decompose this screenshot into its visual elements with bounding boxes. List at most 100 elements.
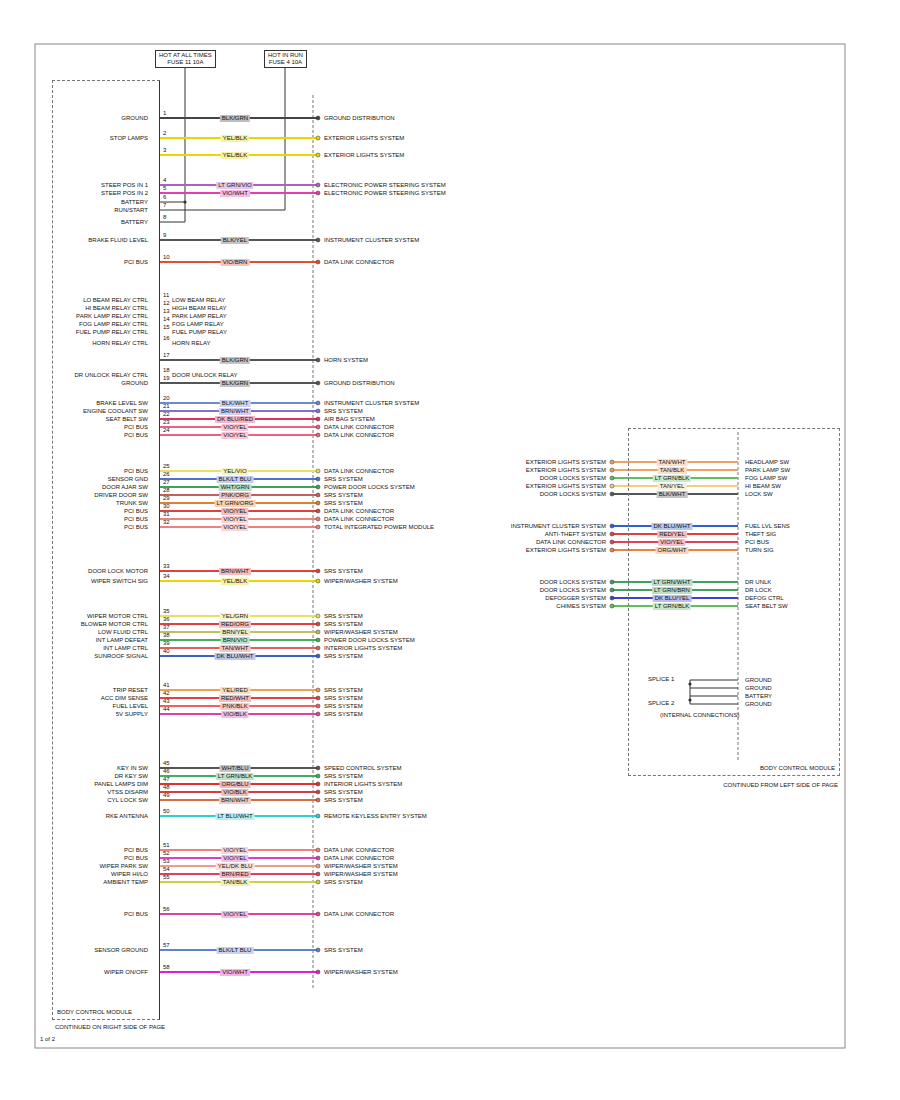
wire-color-code: BLK/LT BLU	[217, 476, 254, 483]
destination-label: SRS SYSTEM	[324, 476, 363, 483]
pin-name: HI BEAM SW	[745, 483, 781, 490]
wire-color-code: VIO/BLK	[221, 711, 248, 718]
continuation-note: CONTINUED ON RIGHT SIDE OF PAGE	[55, 1024, 165, 1031]
relay-name: HORN RELAY	[172, 340, 211, 347]
pin-name: PANEL LAMPS DIM	[94, 781, 148, 788]
pin-number: 58	[163, 964, 170, 971]
destination-label: EXTERIOR LIGHTS SYSTEM	[324, 135, 404, 142]
pin-name: HI BEAM RELAY CTRL	[85, 305, 148, 312]
wire-color-code: TAN/BLK	[658, 467, 687, 474]
pin-number: 45	[163, 760, 170, 767]
node-body: FUSE 4 10A	[268, 59, 303, 66]
wire-end-dot	[316, 798, 320, 802]
wire-end-dot	[316, 614, 320, 618]
pin-number: 50	[163, 808, 170, 815]
wire-end-dot	[316, 579, 320, 583]
wire-color-code: VIO/YEL	[221, 855, 248, 862]
wire-end-dot	[610, 540, 614, 544]
pin-number: 43	[163, 698, 170, 705]
pin-name: PCI BUS	[124, 524, 148, 531]
pin-number: 12	[163, 300, 170, 307]
wire-end-dot	[610, 604, 614, 608]
relay-name: FOG LAMP RELAY	[172, 321, 224, 328]
wire-end-dot	[316, 469, 320, 473]
connector-line	[313, 95, 314, 990]
wire-end-dot	[316, 409, 320, 413]
wire-end-dot	[316, 477, 320, 481]
destination-label: INSTRUMENT CLUSTER SYSTEM	[324, 400, 419, 407]
relay-name: FUEL PUMP RELAY	[172, 329, 227, 336]
pin-number: 19	[163, 375, 170, 382]
wire-color-code: BLK/LT BLU	[217, 947, 254, 954]
wire-end-dot	[316, 433, 320, 437]
wire-end-dot	[316, 401, 320, 405]
pin-name: DR LOCK	[745, 587, 772, 594]
pin-number: 22	[163, 411, 170, 418]
pin-name: SENSOR GROUND	[94, 947, 148, 954]
destination-label: GROUND DISTRIBUTION	[324, 115, 395, 122]
destination-label: SRS SYSTEM	[324, 703, 363, 710]
pin-number: 25	[163, 463, 170, 470]
wire-color-code: VIO/BRN	[221, 259, 250, 266]
pin-number: 8	[163, 214, 166, 221]
feed-wire	[185, 68, 186, 222]
pin-name: BRAKE FLUID LEVEL	[88, 237, 148, 244]
pin-name: LO BEAM RELAY CTRL	[83, 297, 148, 304]
destination-label: SRS SYSTEM	[324, 789, 363, 796]
destination-label: SRS SYSTEM	[324, 613, 363, 620]
wire-color-code: BRN/WHT	[219, 408, 251, 415]
pin-number: 27	[163, 479, 170, 486]
pin-number: 41	[163, 682, 170, 689]
pin-number: 32	[163, 519, 170, 526]
destination-label: SRS SYSTEM	[324, 568, 363, 575]
wire-end-dot	[316, 782, 320, 786]
wire-end-dot	[316, 153, 320, 157]
pin-name: STEER POS IN 2	[101, 190, 148, 197]
wire-color-code: YEL/BLK	[221, 135, 249, 142]
pin-name: FUEL PUMP RELAY CTRL	[76, 329, 148, 336]
pin-number: 28	[163, 487, 170, 494]
destination-label: ANTI-THEFT SYSTEM	[545, 531, 606, 538]
wire-color-code: YEL/BLK	[221, 578, 249, 585]
pin-number: 24	[163, 427, 170, 434]
pin-name: GROUND	[745, 677, 772, 684]
wire-color-code: VIO/YEL	[658, 539, 685, 546]
wire-end-dot	[316, 517, 320, 521]
relay-name: LOW BEAM RELAY	[172, 297, 225, 304]
relay-name: DOOR UNLOCK RELAY	[172, 372, 238, 379]
pin-name: 5V SUPPLY	[116, 711, 148, 718]
wire-end-dot	[610, 596, 614, 600]
pin-number: 5	[163, 185, 166, 192]
wire-color-code: BLK/GRN	[220, 357, 250, 364]
splice-dot	[183, 200, 186, 203]
wire-end-dot	[316, 501, 320, 505]
wire-color-code: VIO/WHT	[220, 190, 250, 197]
destination-label: POWER DOOR LOCKS SYSTEM	[324, 637, 415, 644]
destination-label: WIPER/WASHER SYSTEM	[324, 969, 398, 976]
wire-end-dot	[610, 524, 614, 528]
wire-color-code: PNK/BLK	[220, 703, 249, 710]
destination-label: EXTERIOR LIGHTS SYSTEM	[526, 547, 606, 554]
wire-color-code: VIO/YEL	[221, 524, 248, 531]
pin-number: 40	[163, 648, 170, 655]
pin-name: BATTERY	[745, 693, 772, 700]
node-title: HOT IN RUN	[268, 52, 303, 59]
wire-color-code: BLK/GRN	[220, 380, 250, 387]
destination-label: SRS SYSTEM	[324, 653, 363, 660]
connector-line	[738, 432, 739, 760]
relay-name: PARK LAMP RELAY	[172, 313, 227, 320]
wire-color-code: ORG/WHT	[656, 547, 689, 554]
wire-color-code: TAN/YEL	[658, 483, 687, 490]
pin-name: LOW FLUID CTRL	[98, 629, 148, 636]
wire-color-code: BRN/WHT	[219, 568, 251, 575]
pin-number: 39	[163, 640, 170, 647]
pin-number: 52	[163, 850, 170, 857]
splice-label: SPLICE 2	[648, 700, 674, 707]
wire-end-dot	[316, 358, 320, 362]
wire-color-code: VIO/YEL	[221, 424, 248, 431]
pin-name: PCI BUS	[124, 516, 148, 523]
destination-label: INSTRUMENT CLUSTER SYSTEM	[511, 523, 606, 530]
destination-label: WIPER/WASHER SYSTEM	[324, 863, 398, 870]
wire-end-dot	[316, 260, 320, 264]
wire-color-code: DK BLU/WHT	[651, 523, 692, 530]
